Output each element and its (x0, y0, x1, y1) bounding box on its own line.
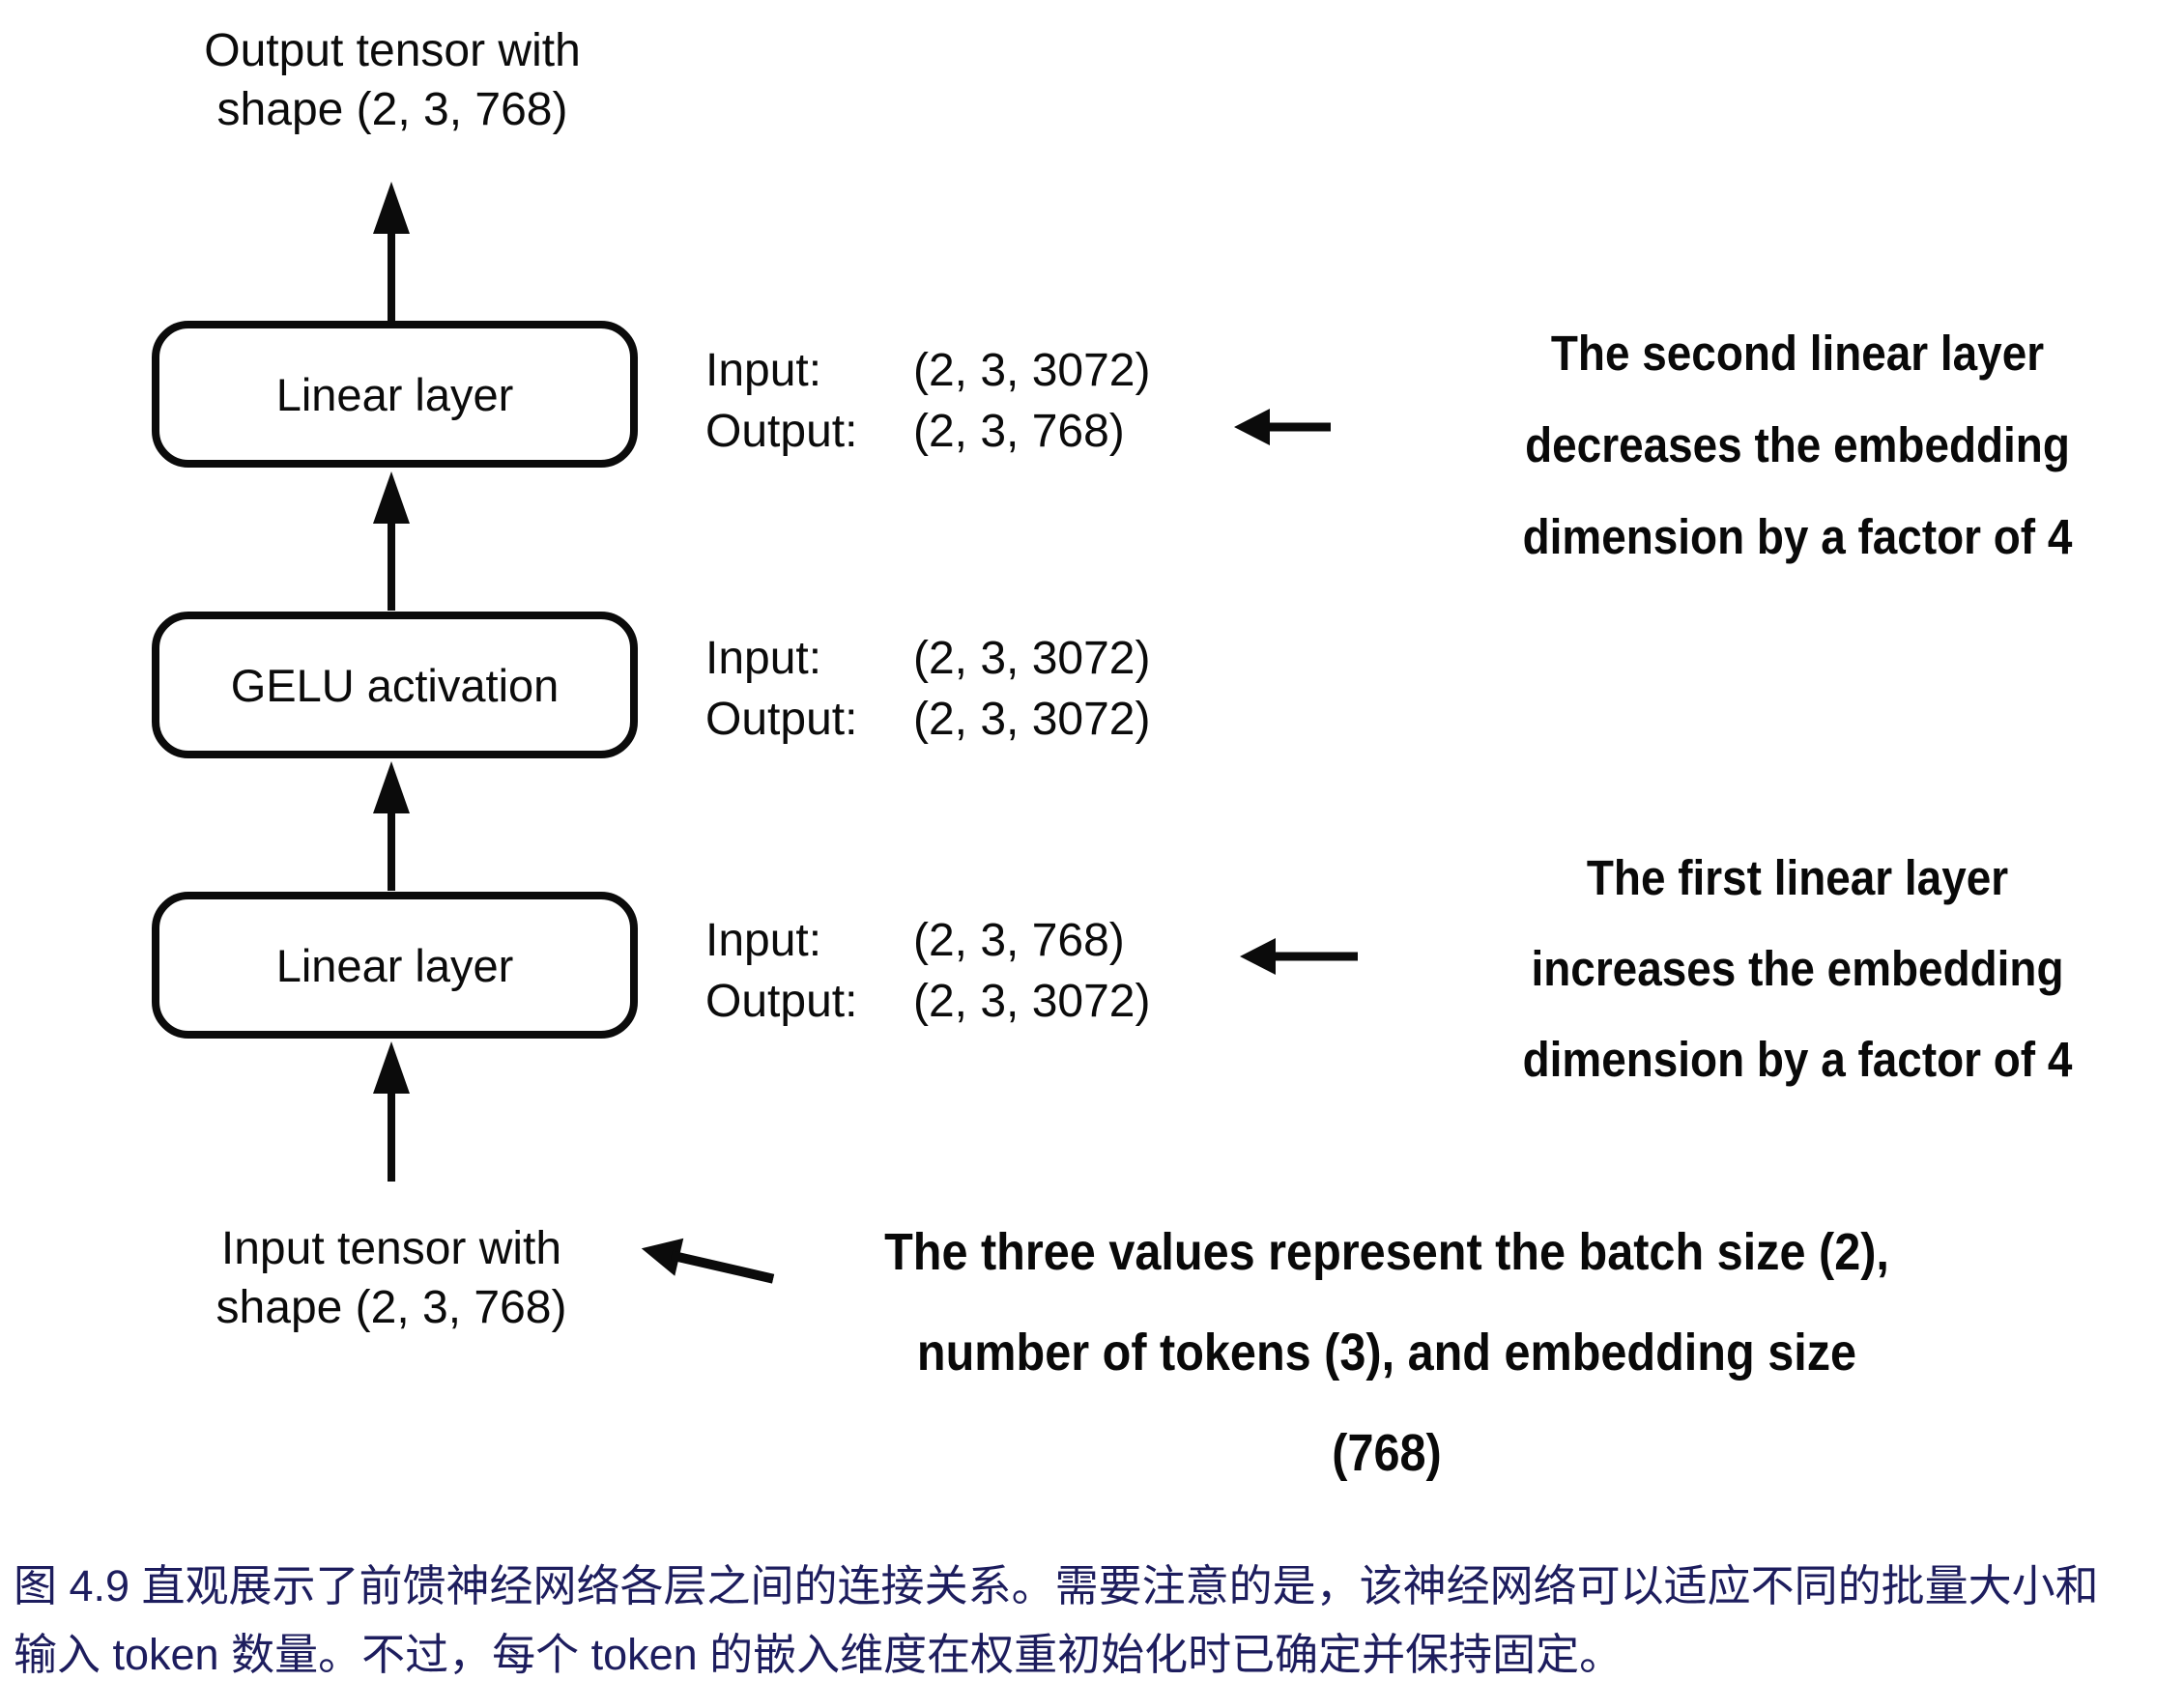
output-label: Output: (705, 406, 858, 457)
output-shape: (2, 3, 768) (913, 406, 1125, 457)
output-shape: (2, 3, 3072) (913, 694, 1151, 745)
annotation-line: (768) (1332, 1424, 1442, 1482)
annotation-line: The three values represent the batch siz… (884, 1223, 1889, 1281)
annotation-line: The second linear layer (1550, 326, 2045, 381)
io-output-row: Output: (2, 3, 3072) (705, 971, 1208, 1032)
io-block-gelu: Input: (2, 3, 3072) Output: (2, 3, 3072) (705, 628, 1208, 750)
annotation-line: decreases the embedding (1525, 417, 2070, 472)
left-arrow-icon (1234, 406, 1331, 448)
figure-caption: 图 4.9 直观展示了前馈神经网络各层之间的连接关系。需要注意的是，该神经网络可… (14, 1552, 2178, 1681)
annotation-line: dimension by a factor of 4 (1522, 1032, 2073, 1087)
input-tensor-label-line2: shape (2, 3, 768) (216, 1282, 567, 1333)
gelu-activation-label: GELU activation (230, 659, 560, 711)
io-input-row: Input: (2, 3, 3072) (705, 628, 1208, 689)
annotation-batch-values: The three values represent the batch siz… (826, 1202, 1948, 1503)
up-arrow-icon (370, 759, 413, 891)
output-tensor-label-line2: shape (2, 3, 768) (216, 84, 568, 135)
linear-layer-label: Linear layer (275, 939, 514, 991)
linear-layer-box-top: Linear layer (152, 321, 638, 468)
up-arrow-icon (370, 1040, 413, 1182)
up-arrow-icon (370, 180, 413, 321)
input-shape: (2, 3, 3072) (913, 345, 1151, 396)
input-tensor-label-line1: Input tensor with (220, 1223, 562, 1274)
input-label: Input: (705, 345, 822, 396)
linear-layer-label: Linear layer (275, 368, 514, 420)
diagonal-left-arrow-icon (637, 1228, 778, 1299)
annotation-line: dimension by a factor of 4 (1522, 509, 2073, 564)
output-shape: (2, 3, 3072) (913, 976, 1151, 1027)
output-tensor-label-line1: Output tensor with (204, 25, 581, 76)
figure-caption-line2: 输入 token 数量。不过，每个 token 的嵌入维度在权重初始化时已确定并… (14, 1630, 1624, 1679)
io-input-row: Input: (2, 3, 3072) (705, 340, 1208, 401)
input-tensor-label: Input tensor with shape (2, 3, 768) (159, 1219, 623, 1337)
annotation-line: number of tokens (3), and embedding size (916, 1324, 1857, 1382)
output-label: Output: (705, 694, 858, 745)
up-arrow-icon (370, 470, 413, 611)
io-block-first-linear: Input: (2, 3, 768) Output: (2, 3, 3072) (705, 910, 1208, 1032)
input-shape: (2, 3, 768) (913, 915, 1125, 966)
figure-caption-line1: 图 4.9 直观展示了前馈神经网络各层之间的连接关系。需要注意的是，该神经网络可… (14, 1561, 2099, 1610)
linear-layer-box-bottom: Linear layer (152, 892, 638, 1039)
output-tensor-label: Output tensor with shape (2, 3, 768) (136, 21, 648, 139)
annotation-line: increases the embedding (1531, 941, 2064, 996)
io-input-row: Input: (2, 3, 768) (705, 910, 1208, 971)
left-arrow-icon (1240, 935, 1358, 978)
io-block-second-linear: Input: (2, 3, 3072) Output: (2, 3, 768) (705, 340, 1208, 462)
io-output-row: Output: (2, 3, 768) (705, 401, 1208, 462)
io-output-row: Output: (2, 3, 3072) (705, 689, 1208, 750)
annotation-second-linear: The second linear layer decreases the em… (1484, 307, 2111, 583)
annotation-first-linear: The first linear layer increases the emb… (1484, 833, 2111, 1105)
gelu-activation-box: GELU activation (152, 612, 638, 758)
annotation-line: The first linear layer (1586, 850, 2009, 905)
input-shape: (2, 3, 3072) (913, 633, 1151, 684)
input-label: Input: (705, 633, 822, 684)
output-label: Output: (705, 976, 858, 1027)
input-label: Input: (705, 915, 822, 966)
